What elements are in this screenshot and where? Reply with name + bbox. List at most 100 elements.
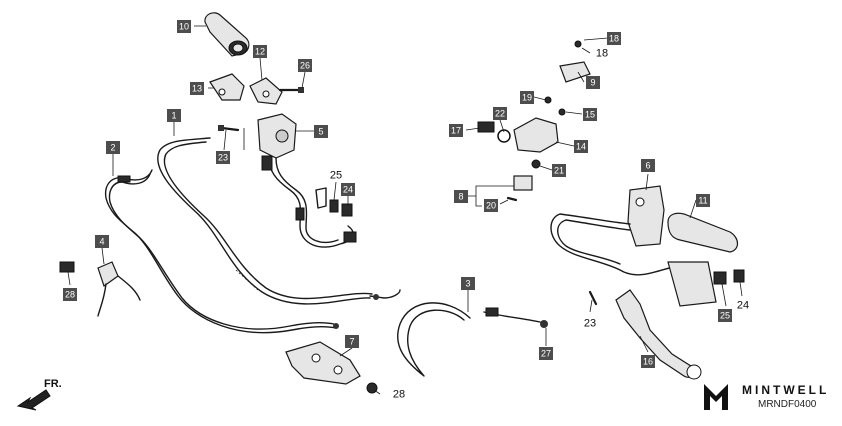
callout-box	[177, 20, 191, 33]
callout-20: 20	[484, 199, 498, 212]
brand-name: MINTWELL	[742, 383, 830, 397]
callout-number: 23	[584, 318, 596, 330]
callout-box	[449, 124, 463, 137]
callout-14: 14	[574, 140, 588, 153]
callout-box	[167, 109, 181, 122]
callout-7: 7	[345, 335, 359, 348]
callout-11: 11	[696, 194, 710, 207]
callout-15: 15	[583, 108, 597, 121]
callout-12: 12	[253, 45, 267, 58]
small-clip-part	[315, 187, 353, 217]
callout-number: 28	[65, 290, 75, 300]
callout-1: 1	[167, 109, 181, 122]
callout-number: 3	[465, 279, 470, 289]
callout-number: 18	[596, 48, 608, 60]
callout-box	[641, 355, 655, 368]
callout-number: 15	[585, 110, 595, 120]
callout-box	[641, 159, 655, 172]
callout-box	[190, 82, 204, 95]
callout-number: 14	[576, 142, 586, 152]
callout-number: 20	[486, 201, 496, 211]
callout-4: 4	[95, 235, 109, 248]
callout-19: 19	[520, 91, 534, 104]
callout-number: 21	[554, 166, 564, 176]
callout-number: 4	[99, 237, 104, 247]
callout-box	[216, 151, 230, 164]
callout-23: 23	[216, 151, 230, 164]
callout-22: 22	[493, 107, 507, 120]
brand-logo-mark	[704, 384, 728, 410]
callout-number: 6	[645, 161, 650, 171]
callout-18: 18	[607, 32, 621, 45]
callout-number: 8	[458, 192, 463, 202]
front-direction-label: FR.	[44, 378, 62, 390]
callout-number: 13	[192, 84, 202, 94]
callout-26: 26	[298, 59, 312, 72]
callout-number: 23	[218, 153, 228, 163]
screw-23-part	[218, 125, 240, 132]
diagram-code: MRNDF0400	[758, 399, 817, 410]
callout-21: 21	[552, 164, 566, 177]
throttle-grip-part	[204, 12, 250, 57]
callout-23: 23	[584, 318, 596, 330]
brake-switch-part	[506, 175, 533, 202]
callout-box	[95, 235, 109, 248]
callout-box	[718, 309, 732, 322]
callout-2: 2	[106, 141, 120, 154]
callout-box	[461, 277, 475, 290]
callout-24: 24	[737, 300, 749, 312]
callout-box	[493, 107, 507, 120]
callout-5: 5	[314, 125, 328, 138]
callout-28: 28	[393, 389, 405, 401]
bracket-7-part	[285, 341, 378, 394]
callout-27: 27	[539, 347, 553, 360]
right-switch-part	[550, 185, 745, 307]
clutch-cable-part	[397, 302, 548, 377]
callout-number: 27	[541, 349, 551, 359]
callout-number: 17	[451, 126, 461, 136]
callout-number: 25	[330, 170, 342, 182]
throttle-housing-part	[209, 73, 283, 105]
left-switch-part	[257, 113, 357, 248]
callout-number: 16	[643, 357, 653, 367]
callout-box	[298, 59, 312, 72]
callout-10: 10	[177, 20, 191, 33]
callout-3: 3	[461, 277, 475, 290]
callout-17: 17	[449, 124, 463, 137]
callout-18: 18	[596, 48, 608, 60]
callout-number: 2	[110, 143, 115, 153]
callout-13: 13	[190, 82, 204, 95]
callout-number: 18	[609, 34, 619, 44]
callout-25: 25	[330, 170, 342, 182]
callout-number: 24	[343, 185, 353, 195]
callout-number: 11	[698, 196, 707, 206]
callout-number: 24	[737, 300, 749, 312]
callout-number: 26	[300, 61, 310, 71]
callout-9: 9	[586, 76, 600, 89]
callout-box	[586, 76, 600, 89]
callout-box	[63, 288, 77, 301]
front-direction-arrow: FR.	[16, 378, 62, 411]
callout-8: 8	[454, 190, 468, 203]
callout-25: 25	[718, 309, 732, 322]
callout-number: 5	[318, 127, 323, 137]
callout-number: 12	[255, 47, 265, 57]
callout-number: 10	[179, 22, 189, 32]
callout-number: 9	[590, 78, 595, 88]
callout-number: 1	[171, 111, 176, 121]
master-cylinder-part	[477, 40, 591, 169]
callout-16: 16	[641, 355, 655, 368]
callout-box	[454, 190, 468, 203]
callout-box	[253, 45, 267, 58]
cable-2-part	[104, 169, 339, 334]
callout-box	[345, 335, 359, 348]
brake-lever-part	[588, 289, 702, 380]
callout-box	[607, 32, 621, 45]
screw-26-part	[278, 87, 304, 93]
callout-number: 7	[349, 337, 354, 347]
callout-number: 28	[393, 389, 405, 401]
callout-number: 25	[720, 311, 730, 321]
callout-28: 28	[63, 288, 77, 301]
callout-box	[106, 141, 120, 154]
